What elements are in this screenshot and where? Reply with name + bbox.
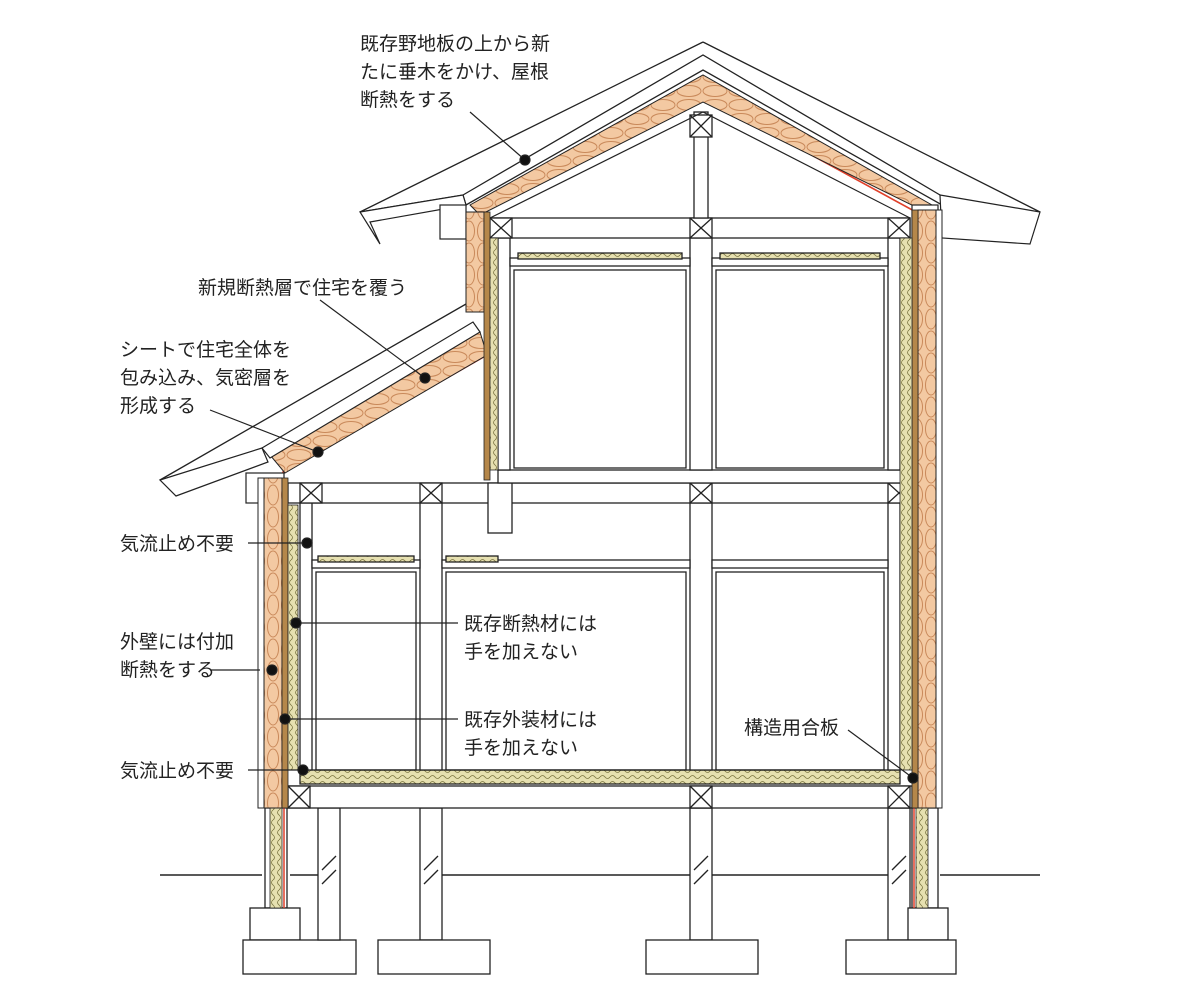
airtight-sheet: [282, 95, 917, 785]
label-structural-plywood: 構造用合板: [744, 717, 839, 739]
foundation-insulation-right: [915, 807, 929, 909]
label-airflow-stop-upper: 気流止め不要: [120, 533, 234, 555]
exterior-wall-insulation: [257, 209, 943, 809]
label-roof-insulation: 既存野地板の上から新 たに垂木をかけ、屋根 断熱をする: [360, 33, 556, 111]
label-new-insulation-layer: 新規断熱層で住宅を覆う: [198, 277, 407, 299]
ground-floor: [287, 769, 913, 809]
foundation-insulation-left: [269, 807, 283, 909]
label-existing-cladding: 既存外装材には 手を加えない: [464, 709, 603, 759]
label-exterior-wall: 外壁には付加 断熱をする: [120, 631, 240, 681]
label-sheet-airtight: シートで住宅全体を 包み込み、気密層を 形成する: [120, 339, 297, 417]
second-floor-frame: [489, 111, 911, 484]
lower-roof: [158, 299, 488, 504]
roof-truss: [489, 111, 911, 219]
label-airflow-stop-lower: 気流止め不要: [120, 760, 234, 782]
foundations: [242, 807, 957, 975]
ground-floor-frame: [287, 482, 913, 771]
main-roof: [359, 41, 1041, 245]
leader-lines: [209, 111, 919, 784]
label-existing-insulation: 既存断熱材には 手を加えない: [464, 613, 603, 663]
